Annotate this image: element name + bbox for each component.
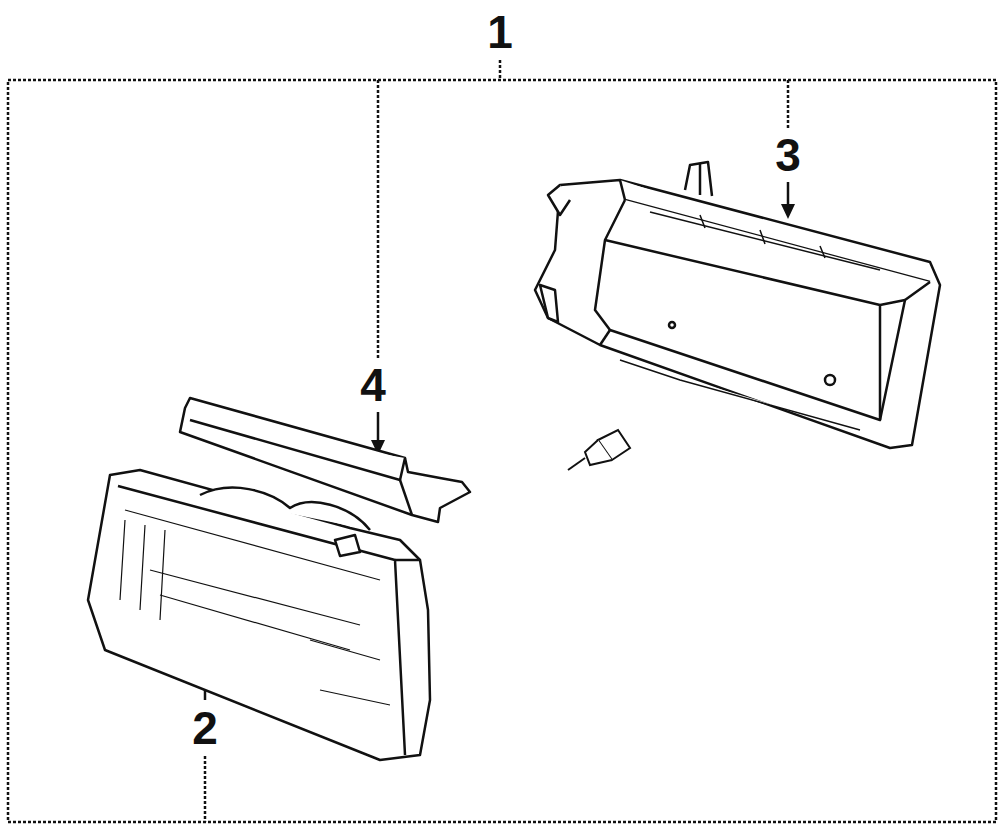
arrowhead xyxy=(781,204,795,219)
callout-number: 2 xyxy=(190,705,220,751)
leader-line xyxy=(377,80,380,360)
leader-line xyxy=(499,60,502,80)
bulb xyxy=(568,430,630,470)
callout-number: 1 xyxy=(485,9,515,55)
headlight-lens xyxy=(88,470,430,760)
callout-number: 4 xyxy=(358,362,388,408)
leader-line xyxy=(787,80,790,128)
group-bracket xyxy=(8,80,996,822)
callout-number: 3 xyxy=(773,132,803,178)
leader-line xyxy=(204,756,207,822)
headlight-housing xyxy=(535,162,940,448)
